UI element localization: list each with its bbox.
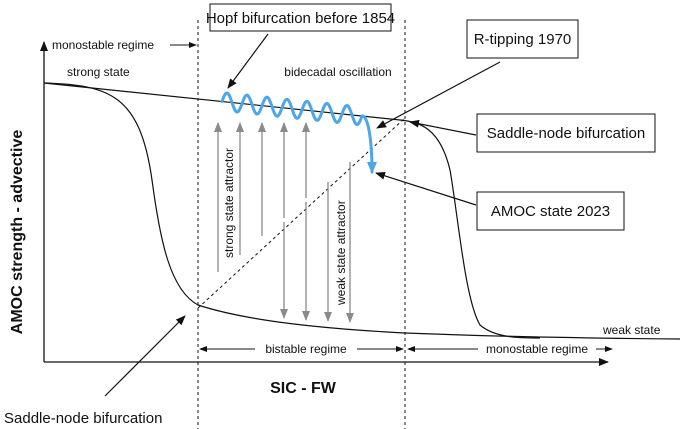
monostable-left-label: monostable regime bbox=[52, 38, 154, 52]
y-axis-title: AMOC strength - advective bbox=[9, 130, 26, 335]
strong-attractor-arrows bbox=[214, 122, 310, 272]
saddle-node-left-pointer bbox=[104, 315, 186, 397]
callout-pointers bbox=[104, 33, 501, 397]
weak-attractor-arrows bbox=[280, 162, 354, 323]
monostable-right-label: monostable regime bbox=[486, 342, 588, 356]
axes bbox=[40, 41, 609, 366]
bistable-label: bistable regime bbox=[265, 342, 347, 356]
rtipping-callout-text: R-tipping 1970 bbox=[474, 31, 572, 48]
saddle-node-left-label: Saddle-node bifurcation bbox=[4, 410, 162, 427]
weak-attractor-label: weak state attractor bbox=[334, 200, 348, 306]
rtipping-pointer bbox=[376, 61, 501, 129]
saddle-node-right-callout-text: Saddle-node bifurcation bbox=[487, 125, 645, 142]
hopf-pointer bbox=[227, 33, 269, 89]
saddle-node-right-callout: Saddle-node bifurcation bbox=[476, 113, 656, 153]
oscillation-trajectory bbox=[220, 91, 377, 174]
strong-branch-curve bbox=[43, 82, 541, 339]
amoc-2023-callout: AMOC state 2023 bbox=[476, 191, 625, 231]
strong-state-label: strong state bbox=[67, 65, 130, 79]
hopf-callout-text: Hopf bifurcation before 1854 bbox=[206, 10, 395, 27]
rtipping-callout: R-tipping 1970 bbox=[466, 19, 579, 59]
saddle-node-right-callout-box bbox=[476, 113, 656, 153]
x-axis-title: SIC - FW bbox=[270, 380, 337, 397]
amoc-2023-callout-text: AMOC state 2023 bbox=[491, 203, 610, 220]
hopf-callout-box bbox=[209, 3, 392, 32]
amoc-2023-callout-box bbox=[476, 191, 625, 231]
regime-span-arrows bbox=[170, 42, 613, 352]
weak-state-label: weak state bbox=[602, 323, 661, 337]
saddle-node-right-pointer bbox=[409, 119, 477, 136]
oscillation-label: bidecadal oscillation bbox=[284, 65, 391, 79]
hopf-callout: Hopf bifurcation before 1854 bbox=[206, 3, 395, 32]
rtipping-callout-box bbox=[466, 19, 579, 59]
strong-attractor-label: strong state attractor bbox=[222, 148, 236, 258]
amoc-2023-pointer bbox=[375, 171, 477, 206]
weak-branch-curve bbox=[43, 82, 681, 340]
